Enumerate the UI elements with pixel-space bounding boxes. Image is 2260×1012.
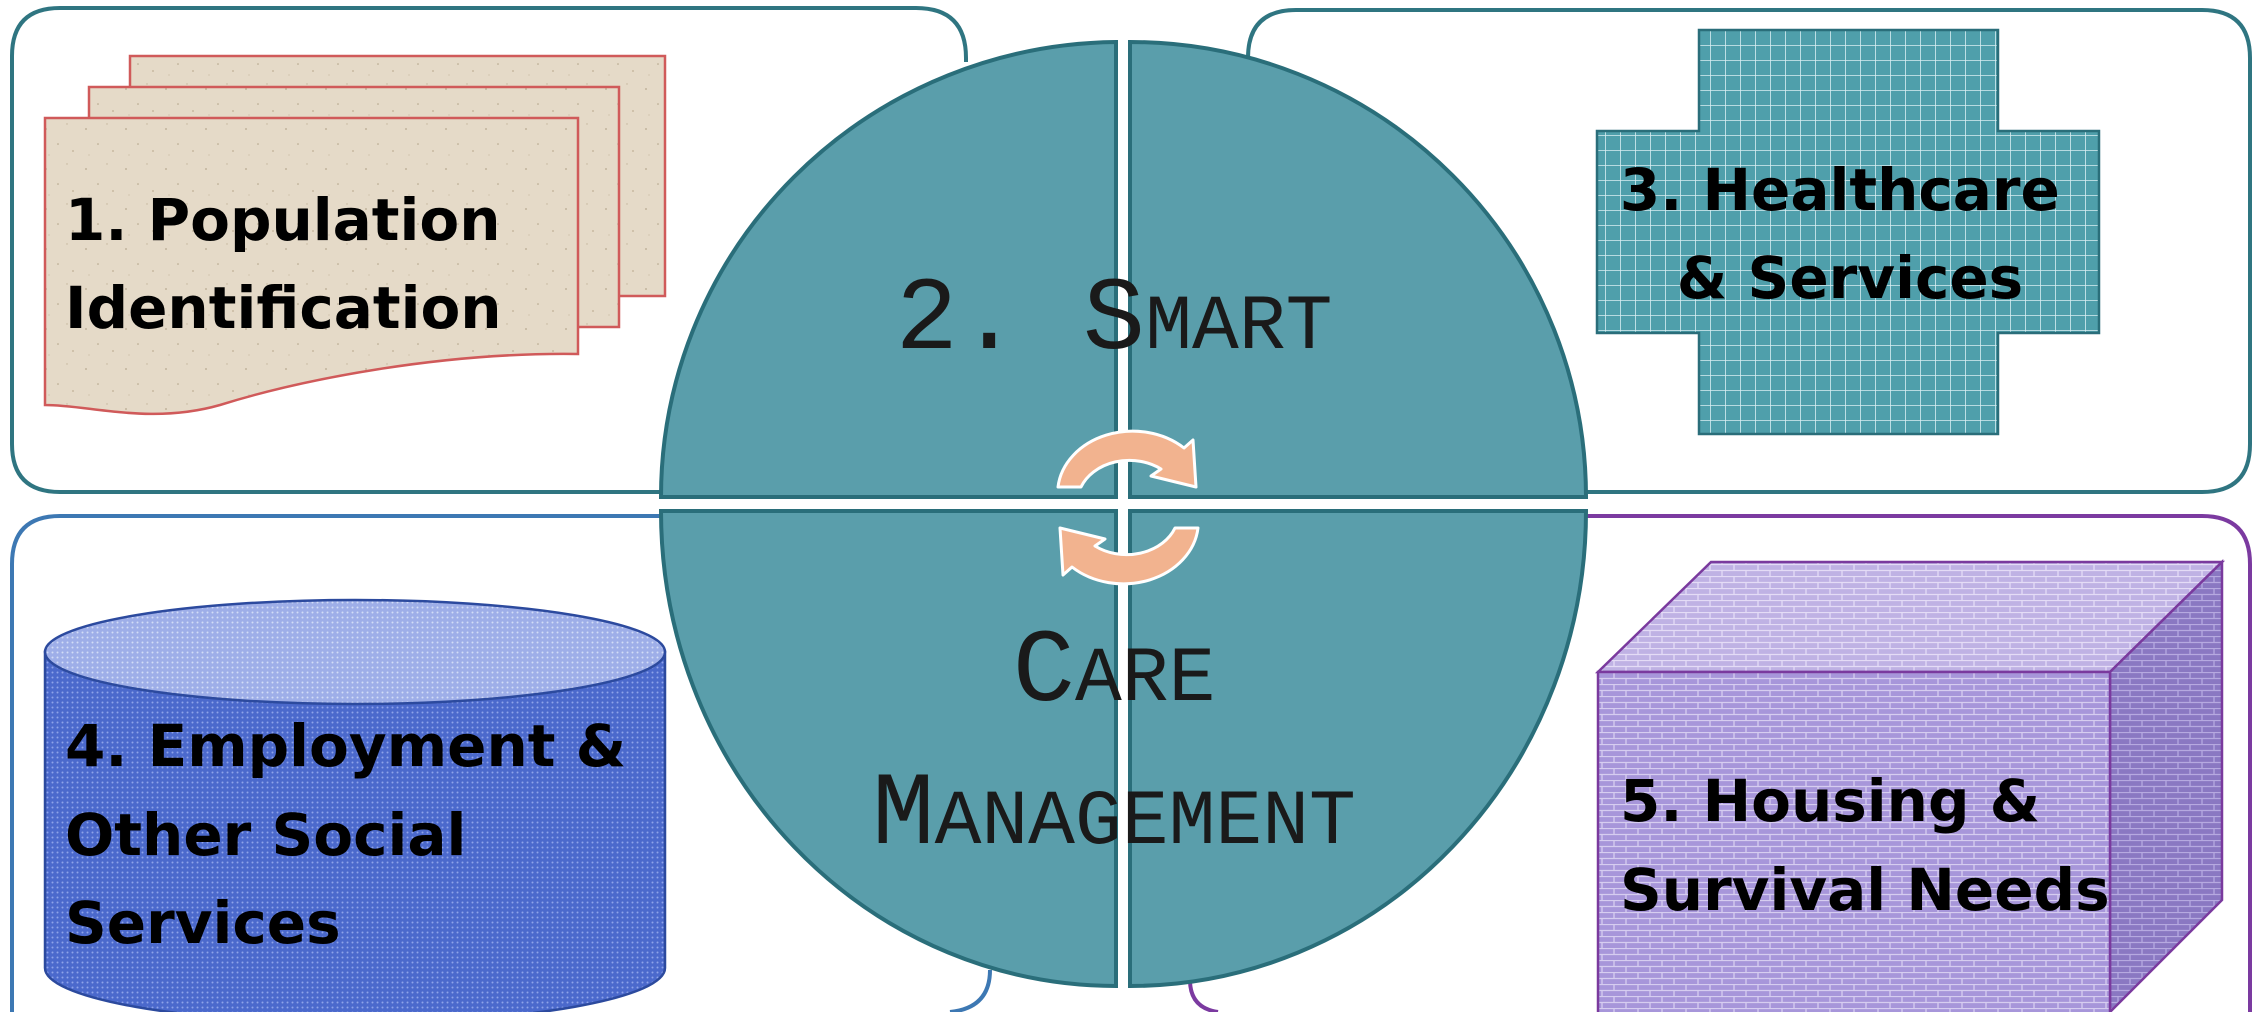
cycle-arrow-bottom-icon (1058, 526, 1200, 586)
center-subtitle-care: CARE (1013, 614, 1216, 732)
population-label: 1. Population Identification (65, 186, 521, 342)
housing-cube-shape (1594, 559, 2226, 1012)
healthcare-cross-shape (1595, 28, 2101, 436)
employment-quadrant-frame (10, 514, 992, 1012)
population-quadrant-frame (10, 6, 968, 494)
healthcare-label: 3. Healthcare & Services (1620, 156, 2080, 312)
housing-label: 5. Housing & Survival Needs (1620, 767, 2110, 924)
center-subtitle-management: MANAGEMENT (872, 757, 1356, 875)
employment-cylinder-shape (43, 598, 667, 1012)
cycle-arrows-icon (1056, 429, 1200, 586)
circle-quadrant-top-left (658, 39, 1118, 499)
circle-quadrant-top-right (1128, 39, 1589, 499)
employment-label: 4. Employment & Other Social Services (65, 712, 646, 957)
circle-quadrant-bottom-right (1128, 509, 1589, 989)
housing-quadrant-frame (1188, 514, 2252, 1012)
population-documents-shape (43, 54, 667, 416)
center-title: 2. SMART (896, 262, 1333, 380)
cycle-arrow-top-icon (1056, 429, 1198, 489)
circle-quadrant-bottom-left (658, 509, 1118, 989)
care-management-circle (658, 39, 1589, 989)
healthcare-quadrant-frame (1246, 8, 2252, 494)
